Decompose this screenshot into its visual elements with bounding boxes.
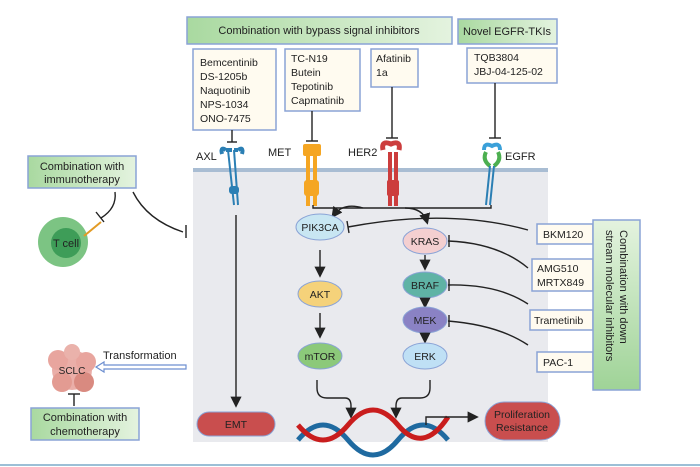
kras-label: KRAS [411,236,440,248]
sclc-label: SCLC [59,366,86,377]
braf-label: BRAF [411,280,439,292]
inhibition-lines-top [227,83,501,143]
drug-label: DS-1205b [200,71,247,83]
erk-node: ERK [402,342,448,370]
trametinib-box: Trametinib [529,309,594,331]
downstream-title2: stream molecular inhibitors [603,230,615,362]
axl-receptor [219,146,245,206]
bypass-header: Combination with bypass signal inhibitor… [186,16,453,45]
akt-label: AKT [310,289,331,301]
immuno-to-cell-inhibit [132,191,184,233]
mtor-node: mTOR [297,342,343,370]
her2-label: HER2 [348,147,377,159]
drug-label: TC-N19 [291,53,328,65]
dna-helix [296,407,451,458]
downstream-inhibition-lines [346,217,529,346]
cell-membrane [193,168,548,172]
chemo-line1: Combination with [43,412,127,424]
transcription-arrow [425,411,479,425]
emt-node: EMT [196,411,276,437]
t-cell: T cell [38,217,102,267]
drug-label: NPS-1034 [200,99,249,111]
sclc-cell: SCLC [48,344,96,392]
immunotherapy-box: Combination with immunotherapy [27,155,137,189]
kras-drug-box: AMG510 MRTX849 [531,258,594,292]
her2-receptor [380,140,402,206]
egfr-receptor [482,142,502,206]
resistance-label: Resistance [496,422,548,434]
met-label: MET [268,147,292,159]
braf-node: BRAF [402,271,448,299]
met-receptor [303,144,321,206]
drug-label: Butein [291,67,321,79]
pac1-box: PAC-1 [536,351,594,373]
cell-cytoplasm [193,170,548,442]
mtor-label: mTOR [305,351,336,363]
pik3ca-label: PIK3CA [301,222,338,234]
transformation-label: Transformation [103,350,177,362]
egfr-tki-header: Novel EGFR-TKIs [457,18,558,45]
her2-drug-box: Afatinib 1a [370,48,419,88]
proliferation-resistance-node: Proliferation Resistance [484,401,561,441]
drug-label: AMG510 [537,263,579,275]
bkm120-box: BKM120 [536,223,594,245]
kras-node: KRAS [402,227,448,255]
emt-label: EMT [225,419,248,431]
axl-label: AXL [196,151,217,163]
drug-label: 1a [376,67,388,79]
egfr-drug-box: TQB3804 JBJ-04-125-02 [466,47,558,84]
drug-label: JBJ-04-125-02 [474,66,543,78]
tcell-label: T cell [53,238,79,250]
drug-label: Tepotinib [291,81,333,93]
inhibit-bar [95,211,105,223]
drug-label: Afatinib [376,53,411,65]
drug-label: Naquotinib [200,85,250,97]
pik3ca-node: PIK3CA [295,213,345,241]
egfr-tki-title: Novel EGFR-TKIs [463,26,552,38]
proliferation-label: Proliferation [494,409,550,421]
immuno-line2: immunotherapy [44,174,120,186]
mapk-to-dna-arrow [390,380,431,419]
mek-label: MEK [414,315,437,327]
immuno-line1: Combination with [40,161,124,173]
drug-label: Capmatinib [291,95,344,107]
akt-node: AKT [297,280,343,308]
egfr-label: EGFR [505,151,536,163]
transformation-arrow [94,360,187,374]
drug-label: BKM120 [543,229,583,241]
arrow-to-pik3ca [331,205,364,219]
erk-label: ERK [414,351,436,363]
axl-drug-box: Bemcentinib DS-1205b Naquotinib NPS-1034… [192,48,277,131]
drug-label: Bemcentinib [200,57,258,69]
drug-label: TQB3804 [474,52,519,64]
drug-label: PAC-1 [543,357,573,369]
bypass-title: Combination with bypass signal inhibitor… [218,25,420,37]
signal-bar [312,205,492,209]
downstream-title1: Combination with down [617,230,629,344]
arrow-to-kras [404,207,431,225]
pi3k-to-dna-arrow [316,380,357,419]
drug-label: Trametinib [534,315,583,327]
immuno-to-tcell-inhibit [100,191,116,219]
met-drug-box: TC-N19 Butein Tepotinib Capmatinib [284,48,361,112]
chemo-line2: chemotherapy [50,426,120,438]
downstream-header: Combination with down stream molecular i… [592,219,641,391]
mek-node: MEK [402,306,448,334]
drug-label: MRTX849 [537,277,584,289]
drug-label: ONO-7475 [200,113,251,125]
chemotherapy-box: Combination with chemotherapy [30,407,140,441]
